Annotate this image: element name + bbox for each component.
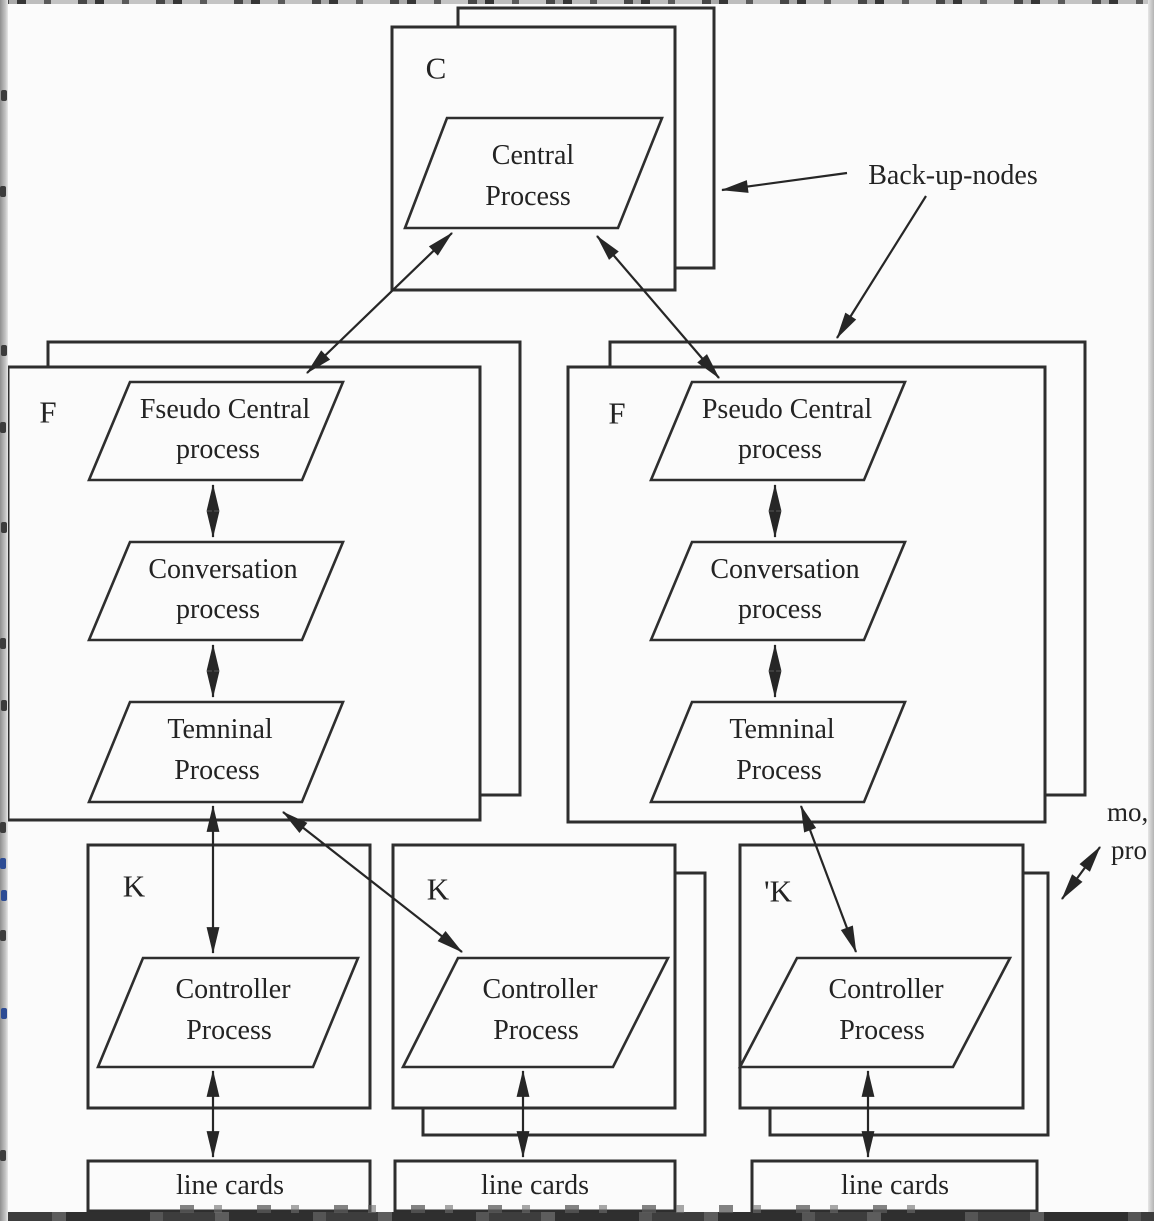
- link-central-to-f-left: [306, 232, 453, 374]
- node-k-left-tag: K: [122, 868, 146, 904]
- terminal-right-line2: Process: [736, 755, 822, 786]
- pseudo-central-left-shape: [87, 380, 345, 482]
- scan-noise-bottom: [180, 1205, 920, 1213]
- node-f-left-tag: F: [39, 394, 57, 430]
- controller-right-line1: Controller: [828, 974, 944, 1005]
- central-process-shape: [403, 116, 664, 230]
- conversation-left-shape: [87, 540, 345, 642]
- line-cards-middle-label: line cards: [480, 1170, 590, 1201]
- side-note-line2: pro: [1111, 835, 1147, 865]
- node-c-tag: C: [425, 50, 447, 86]
- scan-speck: [1, 345, 7, 356]
- scan-border-left: [0, 0, 8, 1221]
- scan-speck: [1, 1008, 7, 1019]
- scan-speck: [1, 522, 7, 533]
- controller-right-line2: Process: [839, 1015, 925, 1046]
- controller-middle-line2: Process: [493, 1015, 579, 1046]
- line-cards-right-box: [750, 1159, 1039, 1213]
- link-central-to-f-right: [596, 235, 720, 379]
- central-process-label-line1: Central: [491, 140, 575, 171]
- link-sidenote-to-k-right-backup: [1061, 846, 1101, 900]
- central-process-label-line2: Process: [485, 181, 571, 212]
- terminal-right-shape: [649, 700, 907, 804]
- link-terminal-right-to-controller-right: [799, 805, 858, 953]
- controller-middle-shape: [400, 956, 671, 1069]
- scan-speck: [1, 890, 7, 901]
- terminal-left-line1: Temninal: [167, 714, 273, 745]
- controller-left-line2: Process: [186, 1015, 272, 1046]
- terminal-left-line2: Process: [174, 755, 260, 786]
- conversation-left-line2: process: [176, 594, 260, 625]
- line-cards-right-label: line cards: [840, 1170, 950, 1201]
- line-cards-left-box: [86, 1159, 372, 1213]
- scan-speck: [0, 422, 6, 433]
- line-cards-middle-box: [393, 1159, 677, 1213]
- conversation-right-line2: process: [738, 594, 822, 625]
- pseudo-central-right-shape: [649, 380, 907, 482]
- pseudo-central-left-line1: Fseudo Central: [139, 394, 311, 425]
- controller-middle-line1: Controller: [482, 974, 598, 1005]
- side-note-line1: mo,: [1107, 797, 1149, 827]
- scan-speck: [0, 822, 6, 833]
- conversation-right-shape: [649, 540, 907, 642]
- controller-right-shape: [737, 956, 1013, 1069]
- pseudo-central-right-line2: process: [738, 434, 822, 465]
- line-cards-left-label: line cards: [175, 1170, 285, 1201]
- node-k-right-tag: 'K: [764, 873, 792, 909]
- scan-speck: [1, 90, 7, 101]
- node-f-right-tag: F: [608, 395, 626, 431]
- link-terminal-left-to-controller-middle: [282, 811, 463, 953]
- terminal-right-line1: Temninal: [729, 714, 835, 745]
- controller-left-shape: [96, 956, 360, 1069]
- pseudo-central-left-line2: process: [176, 434, 260, 465]
- link-label-to-c-backup: [720, 171, 848, 193]
- backup-nodes-label: Back-up-nodes: [868, 160, 1038, 191]
- scan-border-top: [0, 0, 1154, 4]
- conversation-right-line1: Conversation: [710, 554, 860, 585]
- conversation-left-line1: Conversation: [148, 554, 298, 585]
- node-k-middle-tag: K: [426, 871, 450, 907]
- scan-speck: [0, 1150, 6, 1161]
- pseudo-central-right-line1: Pseudo Central: [701, 394, 873, 425]
- scan-speck: [0, 638, 6, 649]
- scan-border-right: [1148, 0, 1154, 1221]
- scan-speck: [1, 700, 7, 711]
- scan-speck: [0, 858, 6, 869]
- scan-speck: [0, 930, 6, 941]
- controller-left-line1: Controller: [175, 974, 291, 1005]
- scan-speck: [0, 186, 6, 197]
- link-label-to-f-right-backup: [836, 195, 927, 339]
- terminal-left-shape: [87, 700, 345, 804]
- scan-border-bottom: [0, 1212, 1154, 1221]
